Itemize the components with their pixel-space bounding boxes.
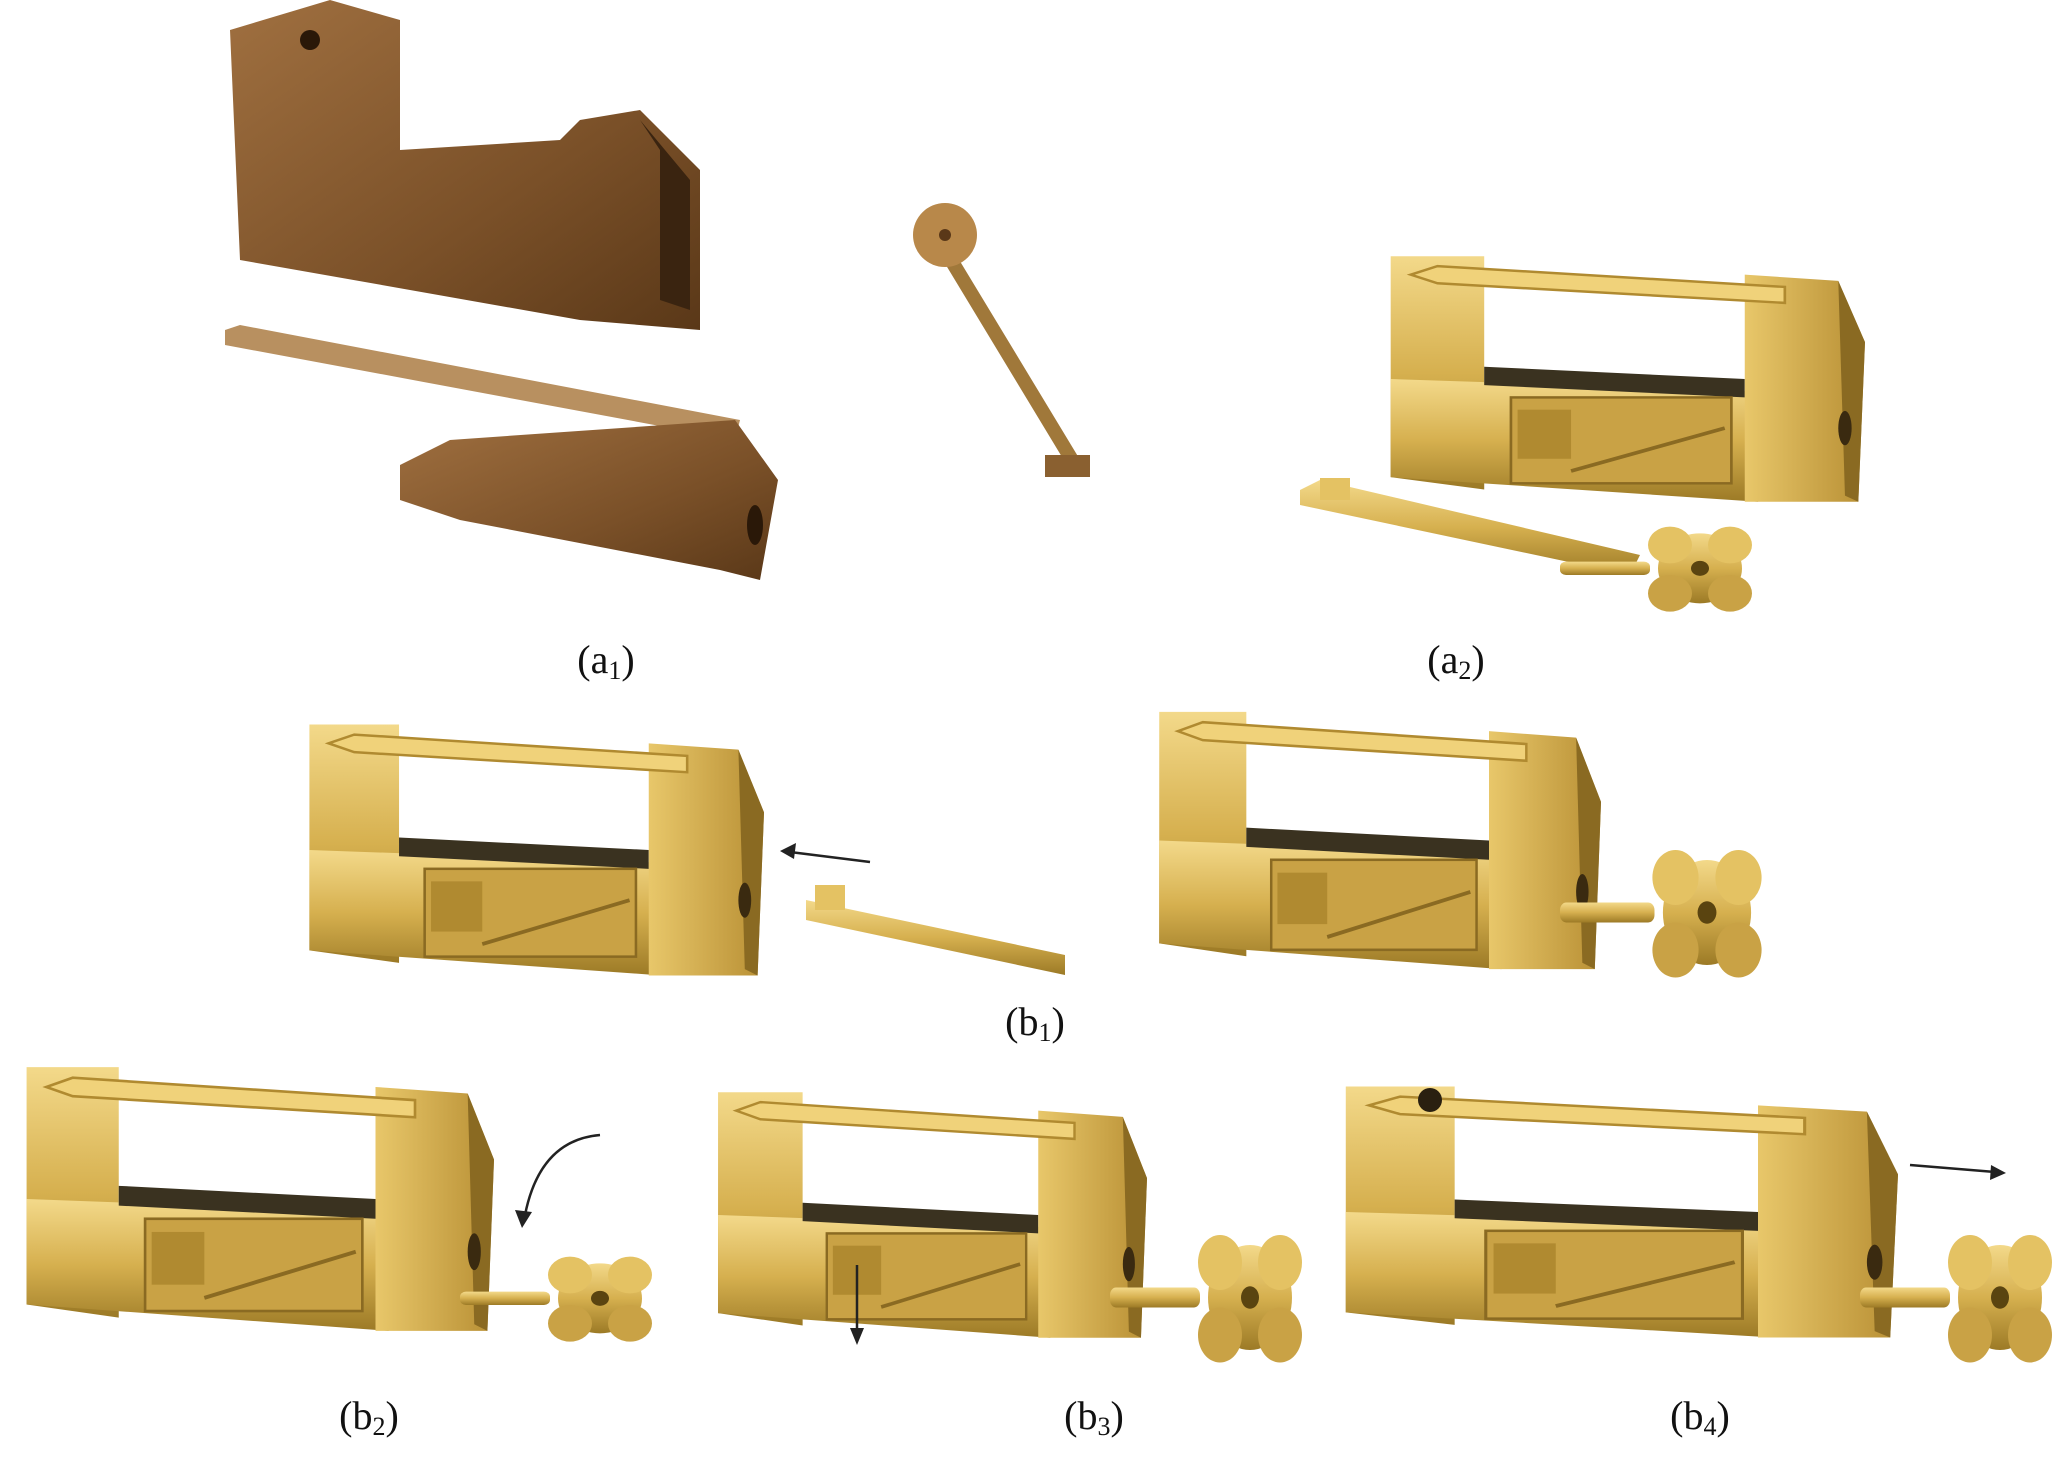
panel-label-a2: (a2) <box>1427 637 1485 685</box>
pull-arrow <box>1909 1163 2006 1180</box>
antique-lock-body <box>230 0 700 330</box>
lock-b4 <box>1338 1074 1898 1350</box>
lock-b1-left <box>303 712 764 988</box>
lock-b1-right <box>1153 699 1601 982</box>
panel-label-b2: (b2) <box>339 1393 399 1441</box>
antique-lock-shackle <box>225 325 778 580</box>
panel-label-b4: (b4) <box>1670 1393 1730 1441</box>
key-b1-left <box>806 885 1065 975</box>
down-arrow <box>850 1265 864 1345</box>
antique-key <box>913 203 1090 477</box>
panel-label-b1: (b1) <box>1005 999 1065 1047</box>
lock-model-a2 <box>1384 244 1865 514</box>
panel-label-b3: (b3) <box>1064 1393 1124 1441</box>
panel-label-a1: (a1) <box>577 637 635 685</box>
insert-arrow <box>780 843 871 864</box>
shackle-hole <box>1418 1088 1442 1112</box>
key-a2 <box>1300 478 1752 612</box>
lock-b2 <box>20 1054 494 1344</box>
rotate-arrow <box>515 1133 601 1228</box>
lock-b3 <box>712 1080 1147 1350</box>
